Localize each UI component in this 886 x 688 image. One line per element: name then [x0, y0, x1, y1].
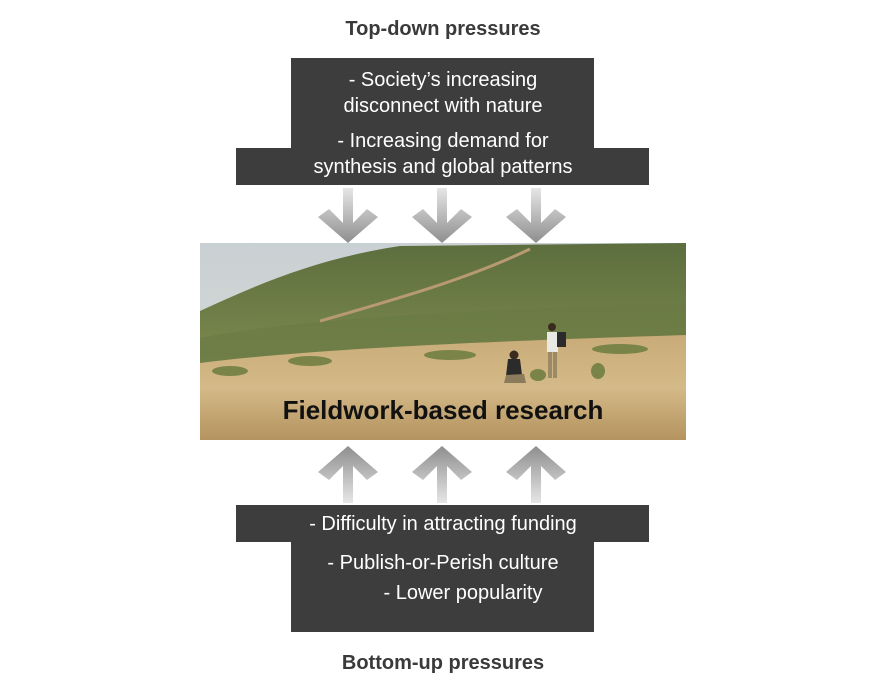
top-pressure-line-4: synthesis and global patterns — [313, 156, 573, 178]
person-kneeling — [504, 350, 526, 383]
top-pressure-line-1: - Society’s increasing — [348, 69, 538, 91]
top-pressure-line-3: - Increasing demand for — [337, 130, 549, 152]
bottom-up-heading: Bottom-up pressures — [341, 652, 545, 674]
top-down-heading: Top-down pressures — [345, 18, 541, 40]
center-caption: Fieldwork-based research — [282, 395, 604, 425]
up-arrow-1 — [318, 446, 378, 503]
up-arrow-2 — [412, 446, 472, 503]
down-arrow-1 — [318, 188, 378, 243]
bottom-box-upper — [236, 505, 649, 542]
top-box-lower — [236, 148, 649, 185]
fieldwork-photo: Fieldwork-based research — [200, 243, 686, 440]
top-box-upper — [291, 58, 594, 148]
dirt-track — [319, 247, 531, 323]
up-arrows — [318, 446, 566, 503]
bottom-box-lower — [291, 542, 594, 632]
down-arrow-3 — [506, 188, 566, 243]
bottom-pressure-line-3: - Lower popularity — [383, 582, 543, 604]
person-standing — [547, 323, 566, 378]
bottom-pressure-line-1: - Difficulty in attracting funding — [309, 513, 577, 535]
down-arrow-2 — [412, 188, 472, 243]
down-arrows — [318, 188, 566, 243]
bushes — [212, 344, 648, 381]
top-pressure-line-2: disconnect with nature — [343, 95, 543, 117]
bottom-pressure-line-2: - Publish-or-Perish culture — [327, 552, 559, 574]
up-arrow-3 — [506, 446, 566, 503]
